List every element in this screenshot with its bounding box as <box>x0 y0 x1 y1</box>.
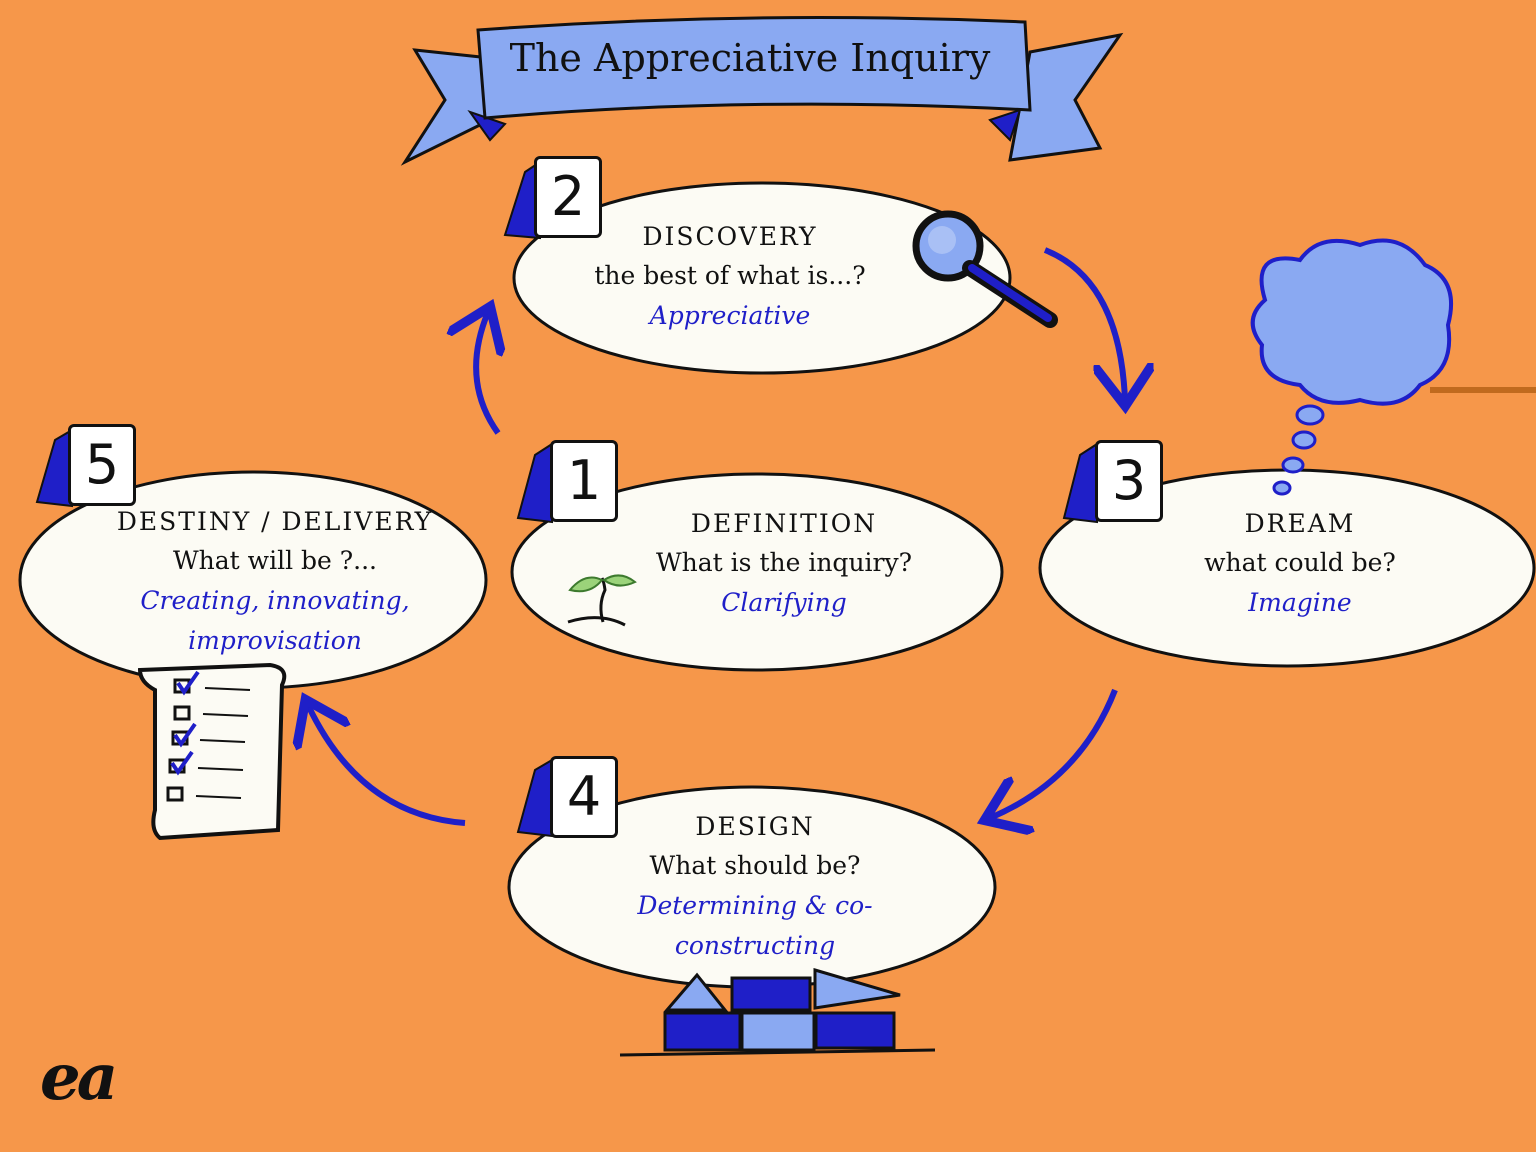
phase-keyword-line-1: Determining & co- <box>637 891 873 920</box>
phase-label: DISCOVERY <box>642 222 818 251</box>
step-destiny: DESTINY / DELIVERY What will be ?... Cre… <box>95 503 455 661</box>
title-banner <box>400 16 1124 166</box>
step-1-number: 1 <box>550 440 618 522</box>
step-definition: DEFINITION What is the inquiry? Clarifyi… <box>624 505 944 623</box>
arrow-discovery-to-dream <box>1043 247 1125 400</box>
step-dream: DREAM what could be? Imagine <box>1150 505 1450 623</box>
building-blocks-icon <box>619 967 936 1057</box>
arrow-destiny-to-discovery <box>476 312 498 435</box>
step-3-number: 3 <box>1095 440 1163 522</box>
phase-keyword-line-2: improvisation <box>188 626 362 655</box>
brand-logo: ea <box>40 1040 118 1115</box>
definition-ellipse <box>510 472 1004 672</box>
phase-label: DREAM <box>1244 509 1356 538</box>
checklist-icon <box>137 662 287 841</box>
phase-question: What should be? <box>649 851 861 880</box>
phase-keyword: Clarifying <box>721 588 847 617</box>
step-discovery: DISCOVERY the best of what is...? Apprec… <box>560 218 900 336</box>
magnifier-icon <box>912 210 1058 328</box>
step-design: DESIGN What should be? Determining & co-… <box>600 808 910 966</box>
phase-question: what could be? <box>1204 548 1396 577</box>
phase-question: What will be ?... <box>172 546 378 575</box>
phase-label: DESTINY / DELIVERY <box>116 507 434 536</box>
phase-label: DEFINITION <box>690 509 878 538</box>
arrow-design-to-destiny <box>308 705 466 826</box>
thought-cloud-icon <box>1250 238 1536 496</box>
discovery-ellipse <box>512 181 1012 375</box>
step-2-number: 2 <box>534 156 602 238</box>
phase-keyword: Appreciative <box>649 301 811 330</box>
step-5-number: 5 <box>68 424 136 506</box>
phase-keyword-line-2: constructing <box>674 931 836 960</box>
phase-keyword-line-1: Creating, innovating, <box>140 586 410 615</box>
arrow-dream-to-design <box>990 688 1118 818</box>
step-4-number: 4 <box>550 756 618 838</box>
phase-question: the best of what is...? <box>594 261 866 290</box>
phase-keyword: Imagine <box>1248 588 1352 617</box>
diagram-title: The Appreciative Inquiry <box>509 36 991 80</box>
phase-question: What is the inquiry? <box>655 548 913 577</box>
sprout-icon <box>567 574 637 627</box>
phase-label: DESIGN <box>695 812 815 841</box>
